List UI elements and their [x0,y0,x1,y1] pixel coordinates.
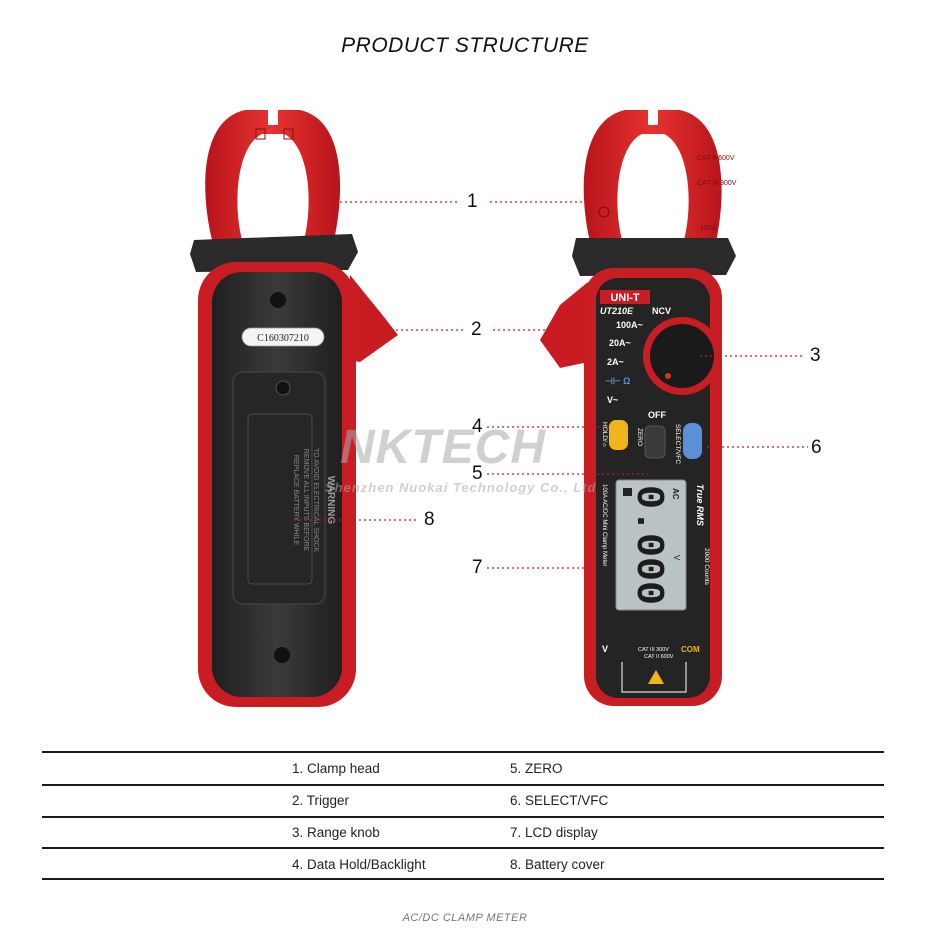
serial-sticker [241,327,325,347]
zero-button [644,425,666,459]
legend-rule [42,816,884,818]
callout-5: 5 [472,463,483,484]
range-knob[interactable] [643,317,721,395]
cat-rating-2: CAT II 600V [644,654,674,660]
legend-rule [42,847,884,849]
brand-logo: UNI-T [610,292,640,304]
battery-cover [232,371,326,605]
description-label: 100A AC/DC Mini Clamp Meter [601,484,607,566]
watermark-brand: NKTECH [340,421,546,474]
lcd-ac: AC [671,488,680,500]
legend-rule [42,751,884,753]
jaw-cat-2: CAT III 300V [697,180,737,187]
off-label: OFF [648,410,666,420]
legend-item-2: 2. Trigger [292,793,350,808]
page-title: PRODUCT STRUCTURE [341,34,589,57]
legend-item-7: 7. LCD display [510,825,598,840]
counts-label: 2000 Counts [703,548,710,586]
warning-line-3: REPLACE BATTERY WHILE [292,455,299,546]
legend-item-1: 1. Clamp head [292,761,380,776]
legend-rule [42,784,884,786]
callout-2: 2 [471,319,482,340]
zero-label: ZERO [636,428,643,446]
product-illustration: C160307210 WARNING TO AVOID ELECTRICAL S… [190,110,808,707]
true-rms-label: True RMS [695,484,705,526]
range-v: V~ [607,395,618,405]
callout-lines [294,201,808,569]
jaw-cat-1: CAT II 600V [697,155,735,162]
terminal-v-label: V [602,644,608,654]
callout-4: 4 [472,416,483,437]
select-button [683,423,702,459]
model-label: UT210E [600,306,634,316]
legend-item-8: 8. Battery cover [510,857,605,872]
lcd-reading: 0.000 [625,485,670,605]
serial-number: C160307210 [257,333,309,344]
lcd-display [615,479,687,611]
hold-label: HOLD/☼ [601,422,608,448]
lcd-unit: V [672,555,681,561]
range-2a: 2A~ [607,357,624,367]
trigger-back [350,275,398,362]
select-label: SELECT/VFC [674,424,681,464]
ncv-label: NCV [652,306,671,316]
warning-line-1: TO AVOID ELECTRICAL SHOCK [312,448,319,552]
footer-caption: AC/DC CLAMP METER [402,912,528,924]
callout-3: 3 [810,345,821,366]
trigger-front [540,282,588,368]
warning-title: WARNING [325,476,336,525]
legend-item-6: 6. SELECT/VFC [510,793,609,808]
range-diode-icon: ⊣⊢ Ω [605,376,630,386]
callout-8: 8 [424,509,435,530]
meter-back-view: C160307210 WARNING TO AVOID ELECTRICAL S… [190,110,398,707]
legend-rule [42,878,884,880]
warning-triangle-icon [648,670,664,684]
cat-rating-1: CAT III 300V [638,647,669,653]
range-20a: 20A~ [609,338,631,348]
legend-item-4: 4. Data Hold/Backlight [292,857,426,872]
callout-1: 1 [467,191,478,212]
callout-6: 6 [811,437,822,458]
legend-item-3: 3. Range knob [292,825,380,840]
legend-item-5: 5. ZERO [510,761,563,776]
warning-line-2: REMOVE ALL INPUTS BEFORE [302,449,309,552]
terminal-com-label: COM [681,645,700,654]
range-100a: 100A~ [616,320,643,330]
watermark-company: Shenzhen Nuokai Technology Co., Ltd [325,480,597,495]
hold-button [609,420,628,450]
callout-7: 7 [472,557,483,578]
jaw-max: 100A [700,225,717,232]
meter-front-view: CAT II 600V CAT III 300V 100A UNI-T UT21… [540,110,737,706]
